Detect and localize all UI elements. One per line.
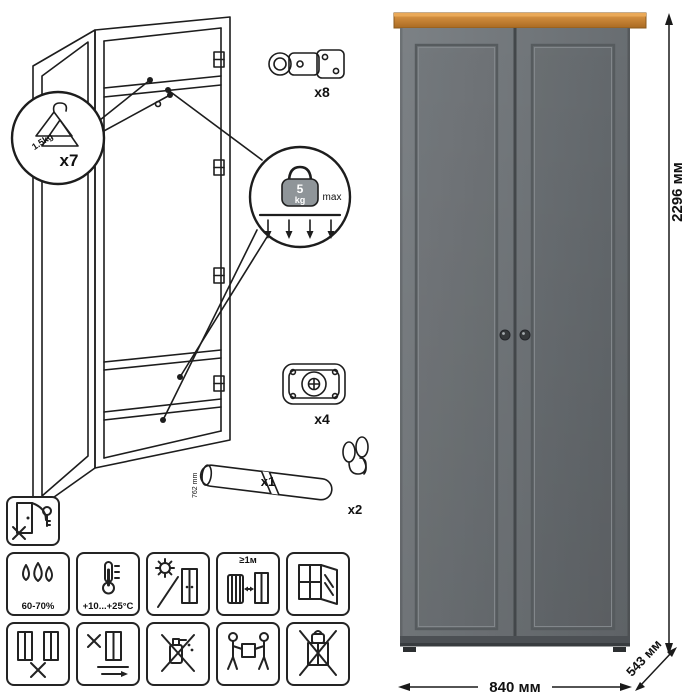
wardrobe-line-drawing [32, 16, 231, 513]
load-unit-label: kg [295, 195, 306, 205]
no-drag-icon-cell [76, 622, 140, 686]
hanger-count-label: x7 [60, 151, 79, 170]
hinge-icon [268, 49, 345, 79]
hinge-marks [213, 51, 225, 392]
heat-distance-icon [227, 572, 269, 604]
rod-icon [199, 464, 333, 501]
ventilation-window-icon [298, 564, 338, 605]
avoid-sunlight-icon-cell [146, 552, 210, 616]
uneven-surface-warning-icon-cell [6, 622, 70, 686]
max-load-callout [248, 145, 352, 249]
depth-dimension [635, 647, 677, 691]
load-value-label: 5 [297, 182, 304, 196]
hooks-icon [342, 436, 369, 475]
humidity-label: 60-70% [21, 601, 55, 612]
no-heavy-load-icon [299, 630, 337, 676]
temperature-icon [102, 561, 120, 595]
door-knob-right [519, 329, 531, 341]
hooks-count-label: x2 [348, 502, 362, 517]
wardrobe-plinth [400, 636, 630, 652]
door-key-warning-icon [12, 502, 52, 540]
heat-distance-icon-cell: ≥1м [216, 552, 280, 616]
uneven-surface-warning-icon [17, 631, 59, 678]
humidity-icon-cell: 60-70% [6, 552, 70, 616]
wardrobe-door-left [414, 43, 499, 631]
assembly-diagram: 1.5kg x7 5 kg max [10, 16, 369, 517]
two-person-carry-icon [227, 632, 269, 670]
load-max-label: max [323, 192, 342, 203]
no-drag-icon [87, 631, 129, 677]
door-key-warning-icon-cell [6, 496, 60, 546]
hanger-icon [35, 102, 79, 147]
callout-pointer-lines [99, 77, 268, 423]
bracket-icon [282, 363, 346, 405]
wardrobe-door-right [530, 43, 616, 631]
width-dimension [398, 677, 632, 696]
rod-count-label: x1 [261, 474, 275, 489]
no-solvent-cleaning-icon-cell [146, 622, 210, 686]
rod-length-label: 762 mm [192, 473, 199, 498]
avoid-sunlight-icon [155, 558, 198, 608]
height-dimension-label: 2296 мм [669, 162, 685, 222]
min-distance-label: ≥1м [239, 555, 257, 566]
no-solvent-cleaning-icon [161, 634, 195, 672]
humidity-icon [22, 562, 53, 582]
ventilation-window-icon-cell [286, 552, 350, 616]
hinge-count-label: x8 [314, 84, 330, 100]
door-gap [513, 28, 517, 645]
care-icon-grid: 60-70% +10...+25°C [6, 552, 350, 686]
temperature-icon-cell: +10...+25°C [76, 552, 140, 616]
wardrobe-top-board [393, 12, 647, 29]
temperature-label: +10...+25°C [82, 601, 134, 612]
door-knob-left [499, 329, 511, 341]
hanger-callout [10, 90, 106, 186]
no-heavy-load-icon-cell [286, 622, 350, 686]
wardrobe-body [400, 28, 630, 652]
bracket-count-label: x4 [314, 411, 330, 427]
load-arrows-icon [264, 219, 335, 239]
height-dimension [665, 13, 673, 655]
width-dimension-label: 840 мм [489, 679, 540, 696]
product-render: 2296 мм 840 мм 543 мм [393, 12, 685, 696]
kettlebell-weight-icon [281, 165, 319, 207]
two-person-carry-icon-cell [216, 622, 280, 686]
